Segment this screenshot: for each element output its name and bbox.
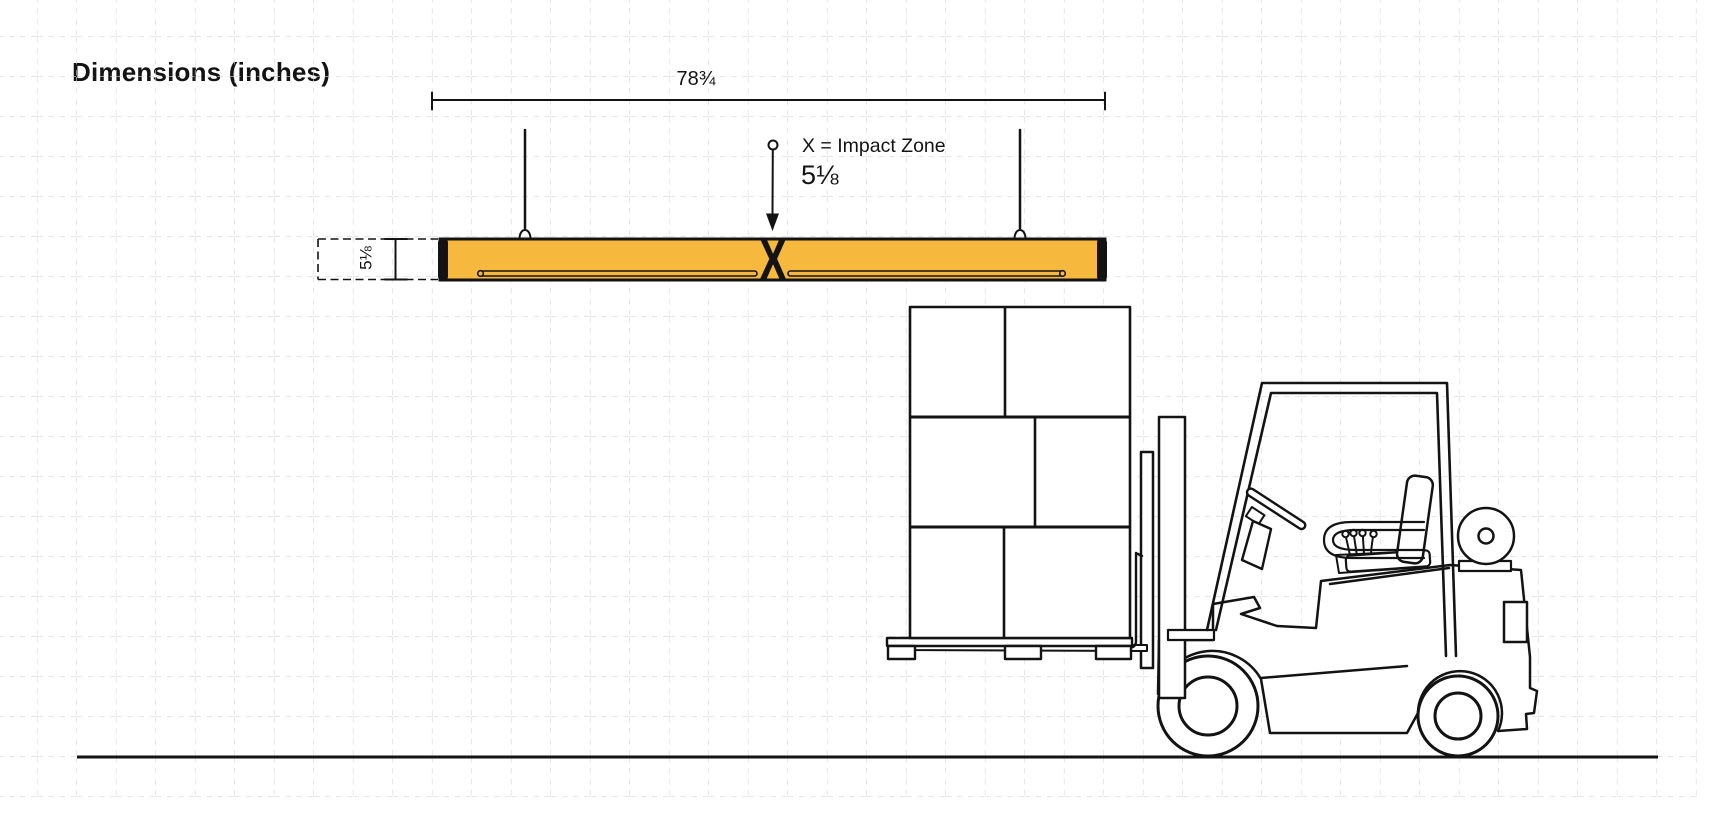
height-dimension-line bbox=[384, 238, 408, 281]
guard-bar-end-cap-left bbox=[438, 237, 448, 282]
forklift-rear-panel bbox=[1502, 600, 1529, 644]
impact-value-label: 5⅛ bbox=[801, 160, 839, 190]
box-stack bbox=[908, 305, 1132, 640]
height-extension-lines bbox=[317, 238, 438, 281]
slot-end-hole bbox=[476, 269, 485, 278]
height-dimension-label: 5⅛ bbox=[356, 245, 375, 269]
callout-arrowhead bbox=[766, 213, 779, 231]
guard-bar-end-cap-right bbox=[1097, 237, 1107, 282]
control-levers bbox=[1345, 535, 1374, 557]
impact-zone-marker: X bbox=[759, 227, 787, 295]
hanger-loop-right bbox=[1013, 229, 1027, 240]
mast-inner-rail bbox=[1139, 450, 1155, 670]
callout-circle bbox=[767, 139, 779, 151]
length-dimension-label: 78¾ bbox=[677, 68, 716, 90]
impact-legend-label: X = Impact Zone bbox=[802, 135, 946, 157]
pallet-block bbox=[1003, 644, 1043, 661]
length-dimension-line bbox=[431, 91, 1106, 111]
seat-backrest bbox=[1395, 474, 1435, 565]
forklift-body-lines bbox=[1259, 566, 1451, 680]
overhead-guard bbox=[1205, 381, 1458, 658]
pallet-block bbox=[1094, 644, 1133, 661]
box-edges bbox=[910, 415, 1130, 529]
seat-grab-bar bbox=[1322, 520, 1426, 560]
fork-carriage-plate bbox=[1166, 628, 1216, 642]
propane-tank-cap bbox=[1477, 527, 1495, 545]
pallet-load-illustration bbox=[885, 305, 1134, 661]
slot-end-hole bbox=[1058, 269, 1067, 278]
hanger-loop-left bbox=[518, 229, 532, 240]
mast-outer-rail bbox=[1157, 415, 1187, 700]
front-wheel-hub bbox=[1177, 675, 1239, 737]
lever-knob bbox=[1369, 529, 1378, 539]
grid-background bbox=[0, 0, 1697, 797]
box-edges bbox=[1002, 307, 1037, 638]
pallet-block bbox=[886, 644, 917, 661]
steering-wheel bbox=[1245, 487, 1307, 531]
steering-column bbox=[1240, 519, 1273, 571]
forklift-illustration bbox=[892, 381, 1539, 758]
rear-wheel-hub bbox=[1433, 691, 1483, 741]
guard-bar-diagram: 78¾ 5⅛ X X = Impact Zone 5⅛ bbox=[317, 68, 1107, 295]
